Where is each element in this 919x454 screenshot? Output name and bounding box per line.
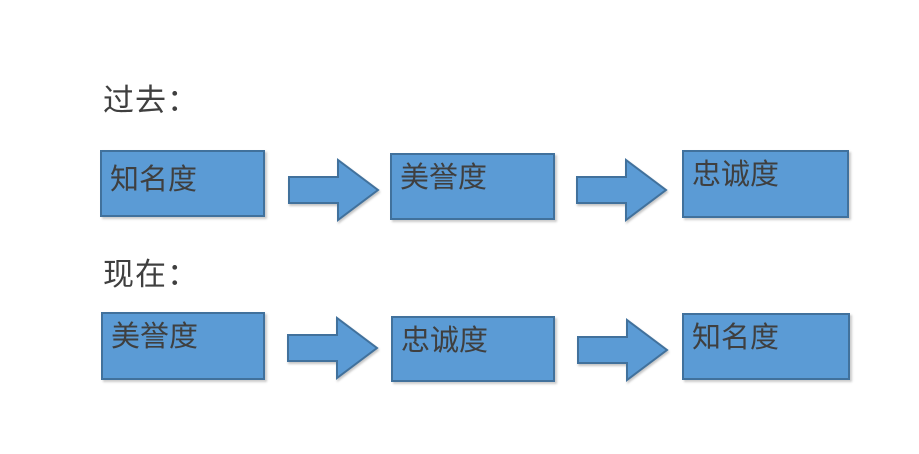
right-arrow-icon bbox=[288, 158, 380, 222]
past-flow-box-1: 知名度 bbox=[100, 150, 265, 217]
past-flow-box-2: 美誉度 bbox=[390, 153, 555, 220]
past-row-label: 过去： bbox=[103, 83, 199, 118]
right-arrow-icon bbox=[576, 158, 668, 222]
present-flow-box-3: 知名度 bbox=[682, 313, 850, 380]
past-flow-box-3: 忠诚度 bbox=[682, 150, 849, 218]
right-arrow-icon bbox=[287, 316, 379, 380]
present-row-label: 现在： bbox=[103, 257, 199, 292]
right-arrow-icon bbox=[577, 318, 669, 382]
present-flow-box-2: 忠诚度 bbox=[391, 316, 555, 382]
present-flow-box-1: 美誉度 bbox=[101, 312, 265, 380]
